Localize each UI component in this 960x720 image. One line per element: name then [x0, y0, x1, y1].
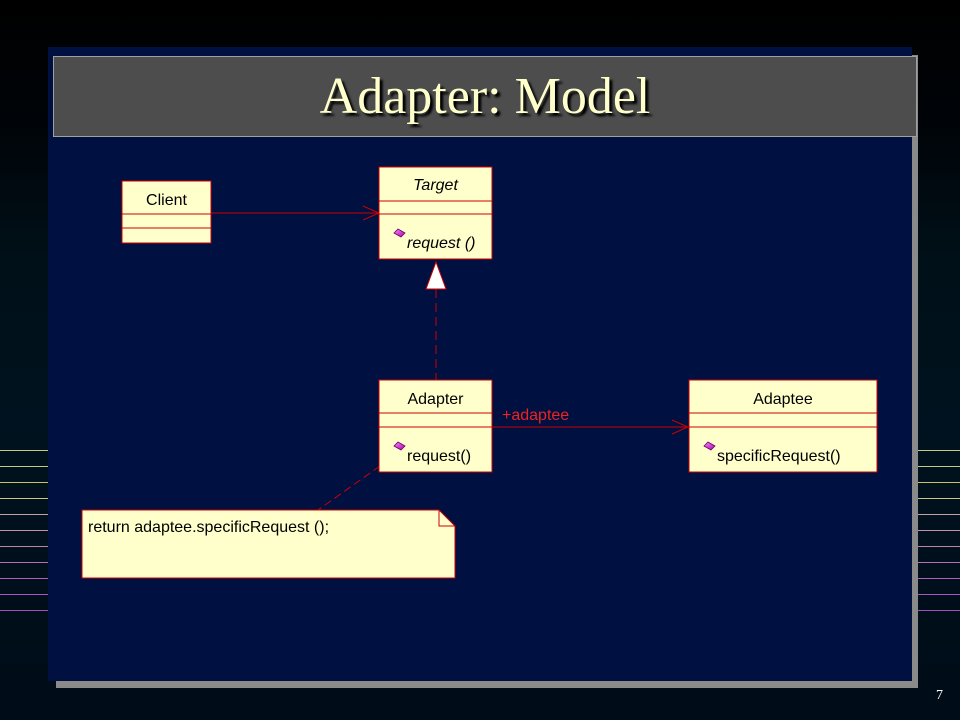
left-stripes — [0, 450, 50, 615]
class-adaptee[interactable]: Adaptee specificRequest() — [688, 379, 878, 473]
slide-title: Adapter: Model — [319, 68, 651, 125]
adapter-adaptee-association — [492, 419, 690, 435]
class-client[interactable]: Client — [121, 180, 212, 244]
class-adapter-method: request() — [407, 448, 471, 465]
class-adapter[interactable]: Adapter request() — [378, 379, 493, 473]
class-target-name: Target — [413, 177, 458, 194]
page-number: 7 — [936, 688, 943, 703]
class-client-name: Client — [146, 192, 187, 209]
method-icon — [393, 441, 406, 451]
class-adaptee-name: Adaptee — [753, 391, 813, 408]
note[interactable]: return adaptee.specificRequest (); — [81, 509, 456, 579]
realization-arrow — [425, 260, 447, 380]
association-label: +adaptee — [502, 407, 569, 424]
client-target-association — [211, 205, 381, 221]
class-adaptee-method: specificRequest() — [717, 448, 841, 465]
method-icon — [393, 228, 406, 238]
title-bar: Adapter: Model — [53, 56, 917, 137]
class-target-method: request () — [407, 235, 475, 252]
note-text: return adaptee.specificRequest (); — [88, 519, 329, 536]
class-adapter-name: Adapter — [407, 391, 464, 408]
class-target[interactable]: Target request () — [378, 166, 493, 260]
method-icon — [703, 441, 716, 451]
right-stripes — [918, 450, 960, 615]
note-anchor — [317, 465, 381, 511]
